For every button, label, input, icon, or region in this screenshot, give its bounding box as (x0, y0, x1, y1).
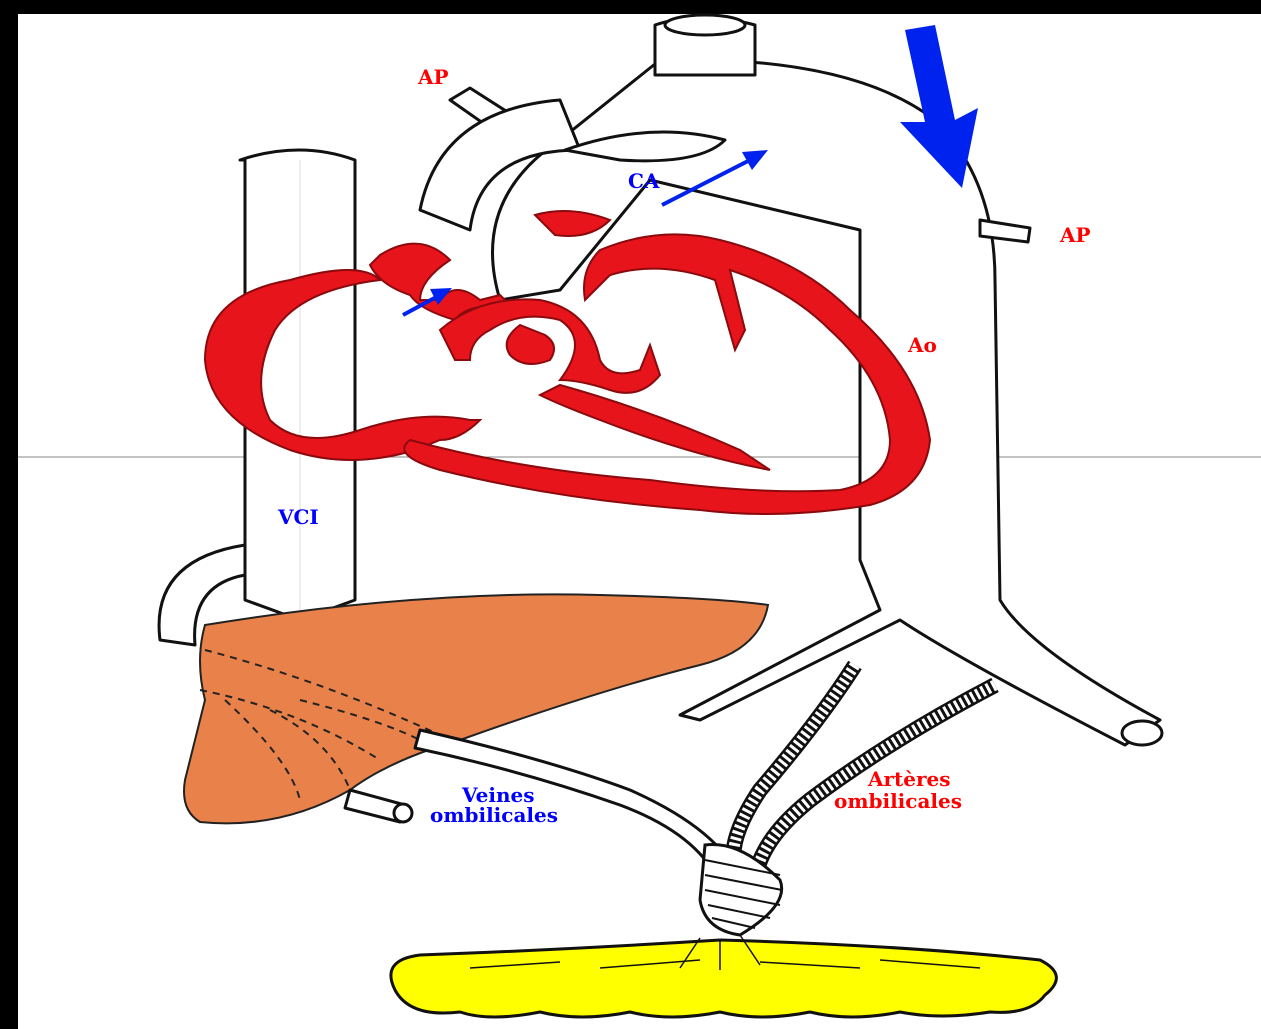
label-ap-top: AP (417, 65, 449, 89)
label-ca: CA (628, 169, 660, 193)
label-arteres-line1: Artères (867, 767, 951, 791)
label-ao: Ao (907, 333, 937, 357)
label-ap-right: AP (1059, 223, 1091, 247)
label-vci: VCI (277, 505, 319, 529)
label-veines-line2: ombilicales (430, 803, 558, 827)
label-arteres-line2: ombilicales (834, 789, 962, 813)
